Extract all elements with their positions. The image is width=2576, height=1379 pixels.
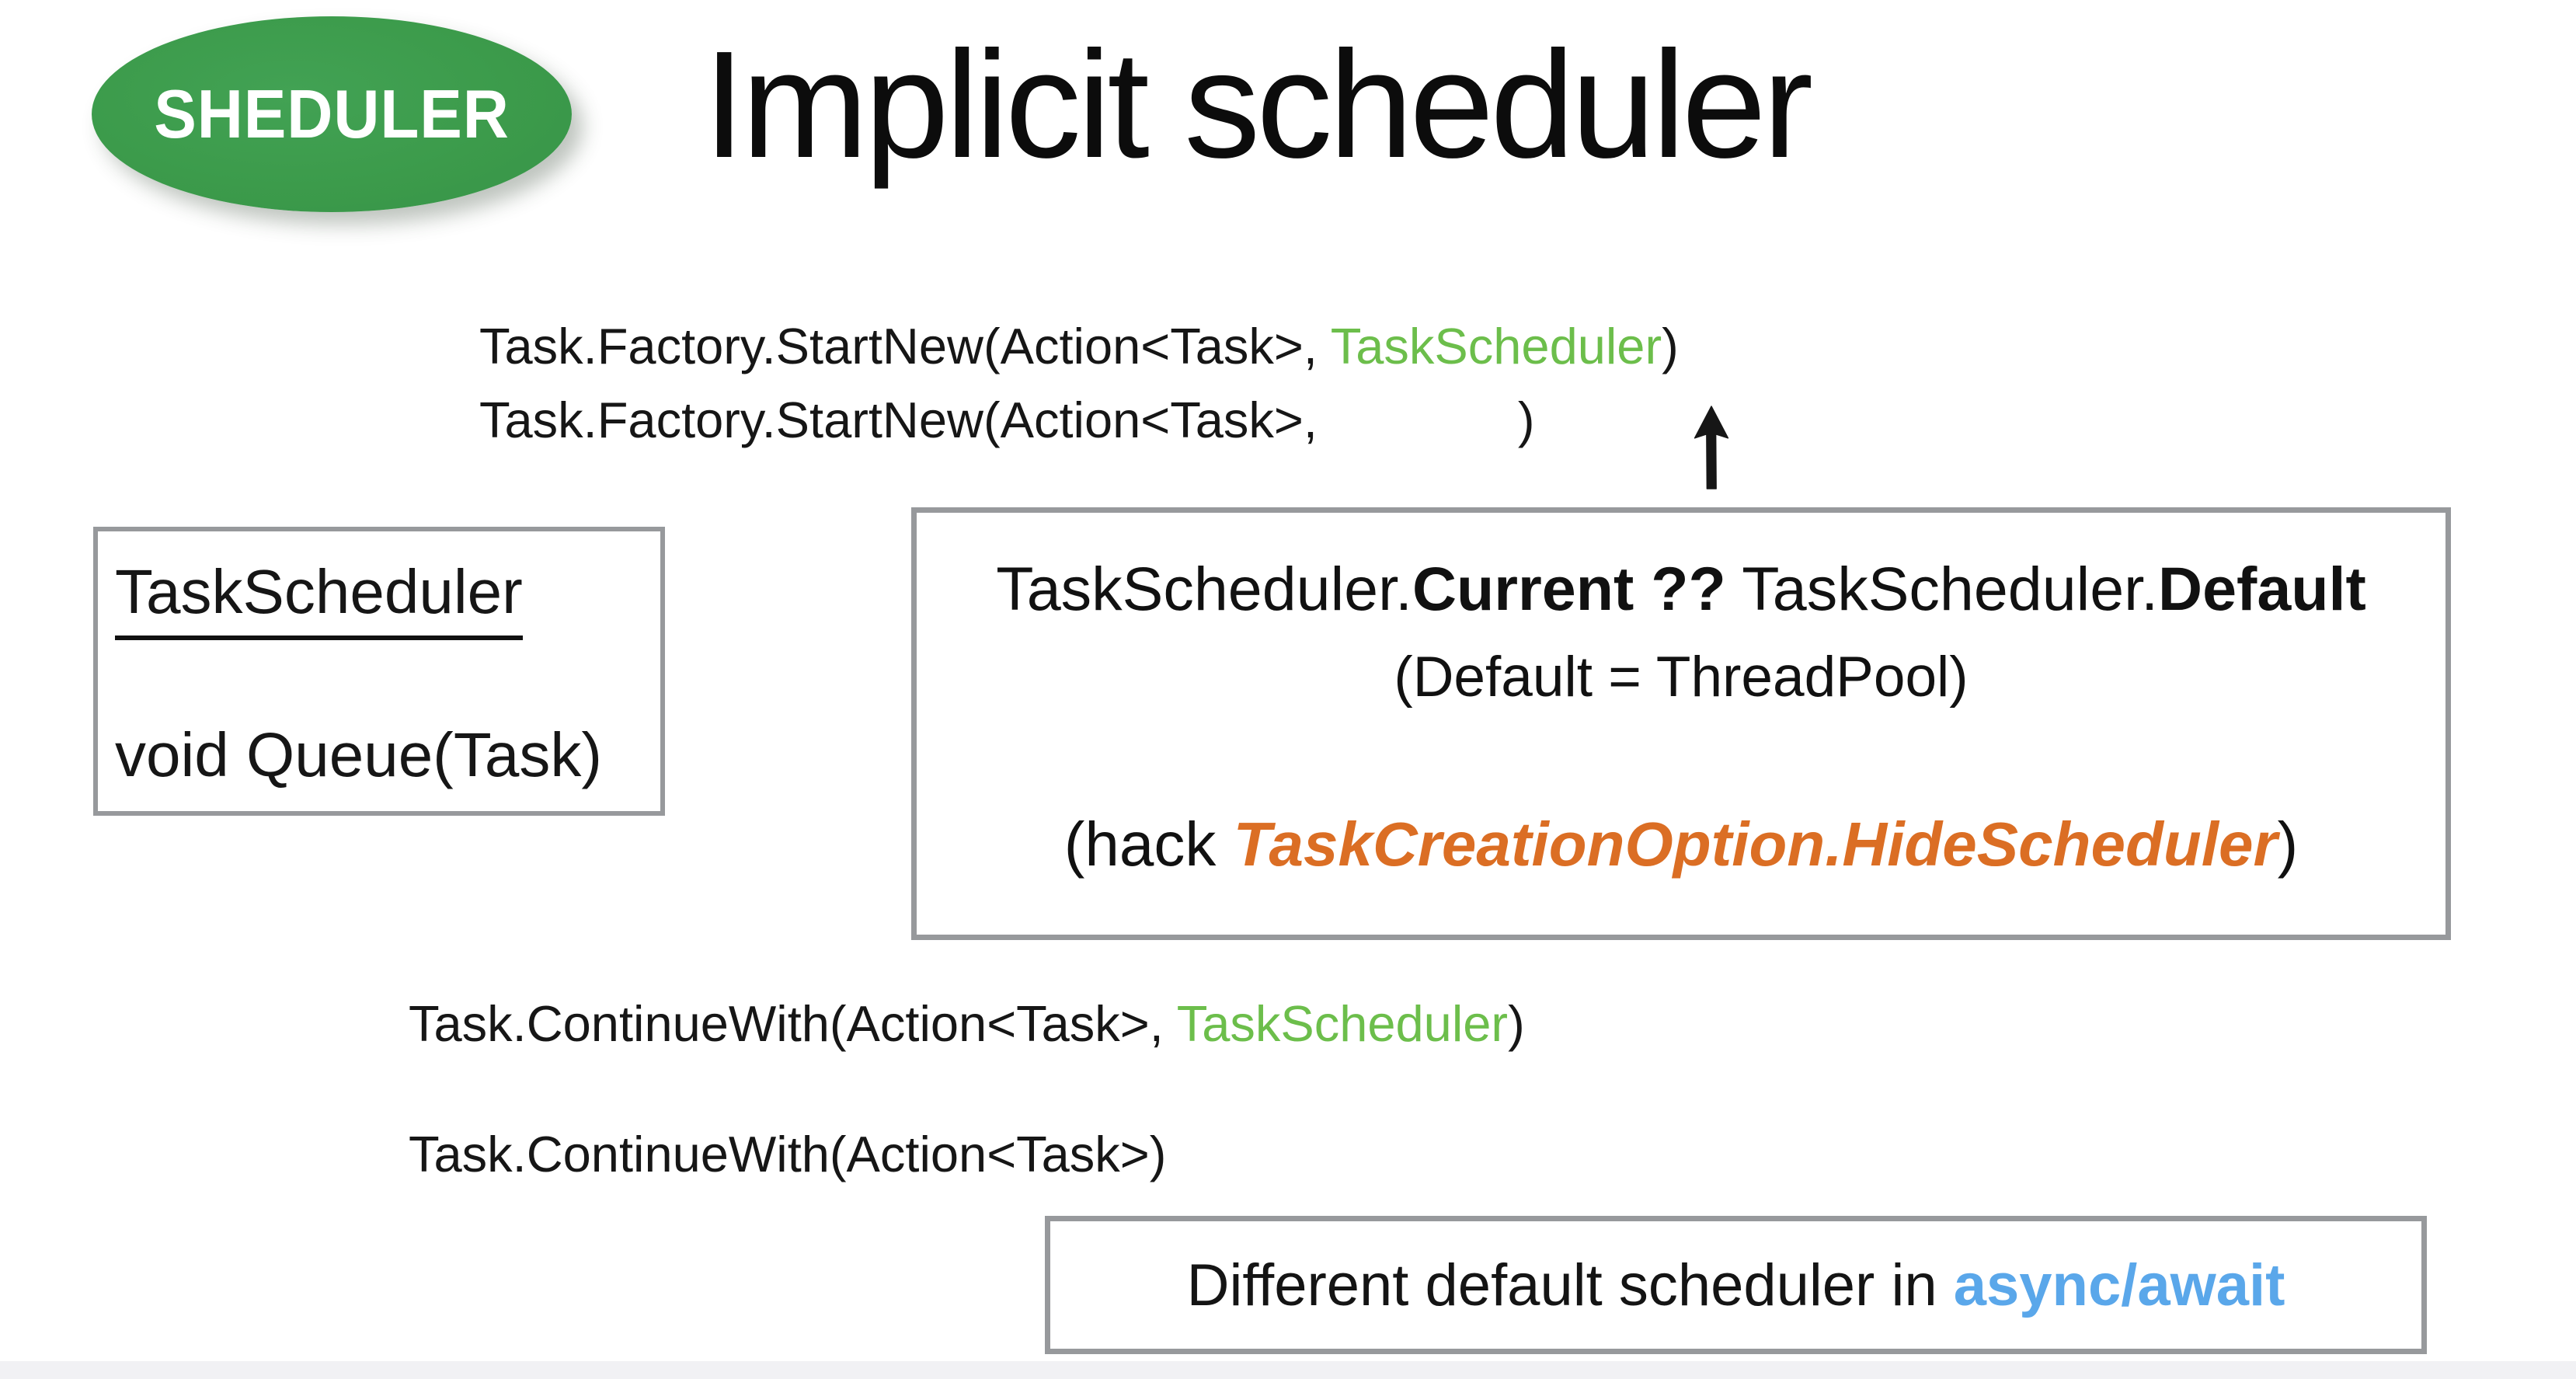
scheduler-badge-label: SHEDULER — [154, 75, 510, 152]
page-title: Implicit scheduler — [703, 19, 1813, 190]
current-default-expression: TaskScheduler.Current ?? TaskScheduler.D… — [996, 553, 2366, 625]
default-threadpool-note: (Default = ThreadPool) — [1394, 646, 1969, 709]
expr-part: TaskScheduler. — [1725, 554, 2159, 623]
scheduler-badge: SHEDULER — [92, 16, 572, 212]
queue-method-signature: void Queue(Task) — [115, 720, 602, 789]
hack-highlight-hidescheduler: TaskCreationOption.HideScheduler — [1233, 810, 2278, 879]
code-suffix: ) — [1508, 995, 1525, 1052]
code-startnew-with-scheduler: Task.Factory.StartNew(Action<Task>, Task… — [479, 317, 1679, 375]
expr-part: TaskScheduler. — [996, 554, 1412, 623]
code-highlight-taskscheduler: TaskScheduler — [1330, 318, 1662, 374]
expr-current-bold: Current ?? — [1412, 554, 1726, 623]
async-await-note-box: Different default scheduler in async/awa… — [1045, 1216, 2427, 1354]
code-startnew-without-scheduler: Task.Factory.StartNew(Action<Task>,) — [479, 391, 1535, 449]
code-prefix: Task.Factory.StartNew(Action<Task>, — [479, 318, 1331, 374]
code-prefix: Task.Factory.StartNew(Action<Task>, — [479, 392, 1318, 448]
code-continuewith-with-scheduler: Task.ContinueWith(Action<Task>, TaskSche… — [409, 994, 1525, 1053]
implicit-scheduler-info-box: TaskScheduler.Current ?? TaskScheduler.D… — [911, 507, 2451, 940]
async-await-highlight: async/await — [1953, 1252, 2285, 1318]
taskscheduler-class-name: TaskScheduler — [115, 556, 523, 640]
code-suffix: ) — [1517, 392, 1535, 448]
hack-note: (hack TaskCreationOption.HideScheduler) — [1064, 809, 2298, 880]
code-suffix: ) — [1662, 318, 1679, 374]
expr-default-bold: Default — [2158, 554, 2366, 623]
taskscheduler-class-box: TaskScheduler void Queue(Task) — [93, 527, 665, 816]
bottom-edge-strip — [0, 1361, 2576, 1379]
code-highlight-taskscheduler: TaskScheduler — [1176, 995, 1509, 1052]
code-prefix: Task.ContinueWith(Action<Task>, — [409, 995, 1177, 1052]
note-prefix: Different default scheduler in — [1186, 1252, 1954, 1318]
hack-prefix: (hack — [1063, 810, 1234, 879]
hack-suffix: ) — [2277, 810, 2299, 879]
async-await-note: Different default scheduler in async/awa… — [1187, 1252, 2285, 1319]
up-arrow-icon — [1694, 406, 1729, 489]
code-continuewith-without-scheduler: Task.ContinueWith(Action<Task>) — [409, 1126, 1167, 1182]
